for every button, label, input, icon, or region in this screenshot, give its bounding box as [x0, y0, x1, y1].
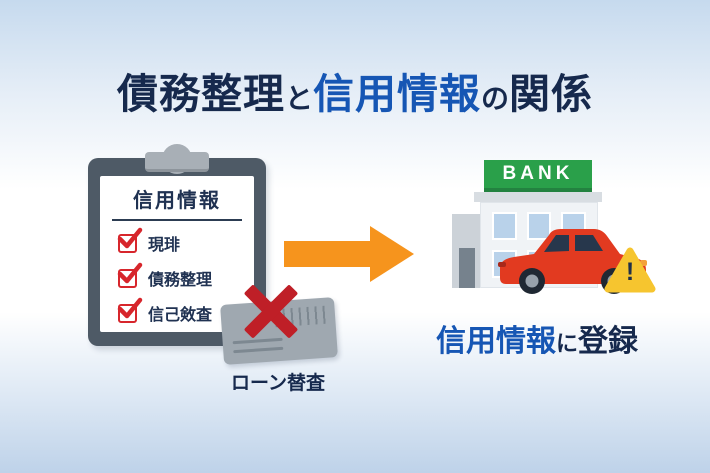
arrow-right-icon [284, 226, 414, 282]
warning-exclamation: ! [625, 258, 635, 286]
checklist-item: 債務整理 [117, 262, 254, 290]
clipboard-paper: 信用情報 現琲 債務整理 信己㪘査 [100, 176, 254, 332]
caption-register-text: 登録 [578, 325, 638, 358]
clipboard-icon: 信用情報 現琲 債務整理 信己㪘査 [88, 144, 266, 346]
caption-credit-text: 信用情報 [435, 325, 556, 358]
loan-screening-label: ローン替査 [230, 373, 326, 394]
title-credit-text: 信用情報 [313, 71, 481, 117]
checklist-item-label: 現琲 [148, 237, 181, 254]
clipboard-clip-bar [145, 152, 209, 172]
bank-sign: BANK [484, 160, 592, 192]
arrow-body [284, 241, 370, 267]
bank-entrance [452, 214, 482, 288]
title-and-text: と [284, 83, 313, 114]
bank-window [526, 212, 552, 240]
x-mark-icon [238, 278, 304, 344]
title-no-text: の [481, 83, 510, 114]
bank-cornice [474, 192, 602, 202]
checkbox-icon [117, 227, 143, 253]
checklist-item: 現琲 [117, 227, 254, 255]
checklist-item: 信己㪘査 [117, 297, 254, 325]
bank-window [492, 212, 517, 240]
warning-icon: ! [604, 246, 656, 294]
caption-ni-text: に [555, 331, 578, 356]
title-debt-text: 債務整理 [116, 71, 285, 117]
caption: 信用情報に登録 [397, 316, 677, 360]
title-relation-text: 関係 [509, 71, 594, 117]
clipboard-header: 信用情報 [133, 190, 221, 212]
divider [112, 219, 242, 221]
card-text-line [233, 346, 284, 354]
arrow-head [370, 226, 414, 282]
checklist-item-label: 信己㪘査 [148, 307, 213, 324]
checkbox-icon [117, 262, 143, 288]
checkbox-icon [117, 297, 143, 323]
bank-sign-label: BANK [502, 163, 574, 184]
page-title: 債務整理と信用情報の関係 [0, 60, 710, 120]
checklist-item-label: 債務整理 [148, 272, 213, 289]
bank-door [459, 248, 475, 288]
